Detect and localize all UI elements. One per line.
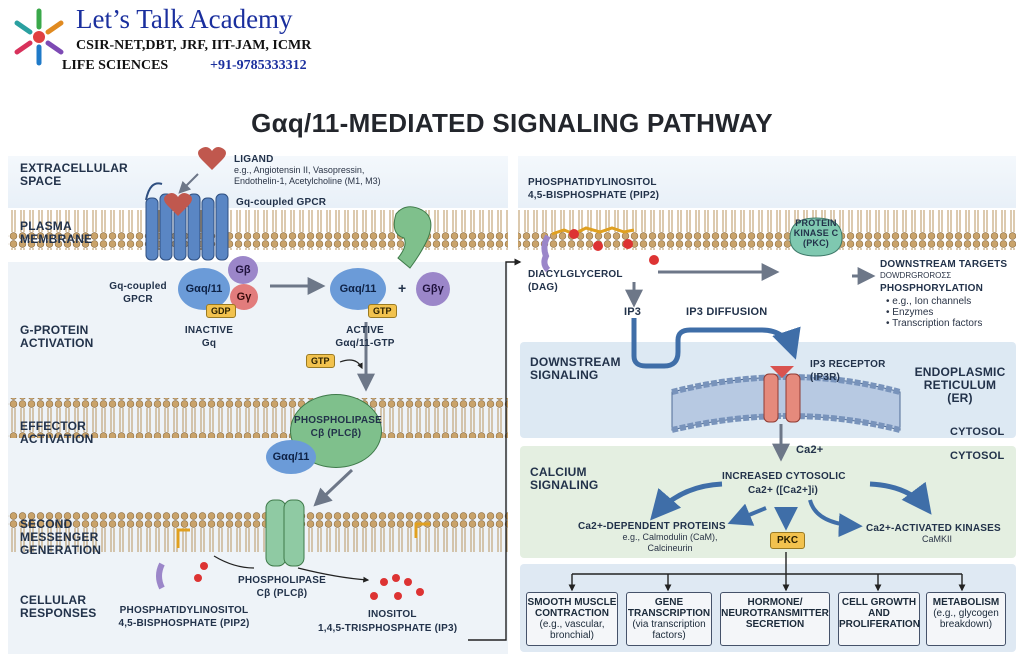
gtp-tag-active: GTP [368,304,397,318]
brand-name: Let’s Talk Academy [76,4,293,34]
section-extracellular: EXTRACELLULAR SPACE [20,161,128,188]
downstream-signaling-label: DOWNSTREAM SIGNALING [530,355,621,382]
gdp-tag: GDP [206,304,236,318]
section-gprotein: G-PROTEIN ACTIVATION [20,323,94,350]
plc-beta-label: PHOSPHOLIPASE Cβ (PLCβ) [294,415,382,439]
dag-label: DIACYLGLYCEROL (DAG) [528,269,623,293]
ca-proteins-label: Ca2+-DEPENDENT PROTEINS [578,521,726,532]
ip3-receptor-label: IP3 RECEPTOR (IP3R) [810,359,886,383]
response-gene-transcription-title: GENE TRANSCRIPTION [627,597,711,619]
response-secretion-title: HORMONE/ NEUROTRANSMITTER SECRETION [721,597,829,630]
response-secretion: HORMONE/ NEUROTRANSMITTER SECRETION [720,592,830,646]
brand-phone: +91-9785333312 [210,58,307,73]
g-gamma-inactive: Gγ [230,284,258,310]
response-metabolism-title: METABOLISM [932,597,1000,608]
response-smooth-muscle-note: (e.g., vascular, bronchial) [539,619,605,641]
ip3-right-label: IP3 [624,306,642,318]
response-metabolism-note: (e.g., glycogen breakdown) [933,608,999,630]
section-second-messenger: SECOND MESSENGER GENERATION [20,517,102,557]
ip3-diffusion-label: IP3 DIFFUSION [686,306,768,318]
response-gene-transcription-note: (via transcription factors) [632,619,706,641]
page-title: Gαq/11-MEDIATED SIGNALING PATHWAY [251,108,773,138]
increased-ca-label: INCREASED CYTOSOLIC [722,471,846,482]
plc-channel-label: PHOSPHOLIPASE Cβ (PLCβ) [238,575,326,599]
g-alpha-active: Gαq/11 [330,268,386,310]
targets-item-2: • Enzymes [886,307,934,318]
academy-logo [14,8,64,66]
lower-left-band [8,262,508,654]
g-alpha-plc: Gαq/11 [266,440,316,474]
ca-label: Ca2+ [796,444,824,456]
pkc-label: PROTEIN KINASE C (PKC) [793,218,839,248]
section-cellular-responses: CELLULAR RESPONSES [20,593,97,620]
er-label: ENDOPLASMIC RETICULUM (ER) [914,365,1006,405]
pip2-left-label: PHOSPHATIDYLINOSITOL 4,5-BISPHOSPHATE (P… [118,605,250,629]
cytosol-label-2: CYTOSOL [950,450,1005,462]
response-cell-growth: CELL GROWTH AND PROLIFERATION [838,592,920,646]
plus-sign: + [398,280,407,296]
g-beta-inactive: Gβ [228,256,258,284]
response-smooth-muscle-title: SMOOTH MUSCLE CONTRACTION [527,597,617,619]
gtp-tag-effector: GTP [306,354,335,368]
extracellular-band-right [518,156,1016,208]
targets-item-2-text: Enzymes [892,307,934,318]
g-alpha-inactive: Gαq/11 [178,268,230,310]
pkc-tag: PKC [770,532,806,549]
section-effector: EFFECTOR ACTIVATION [20,419,94,446]
calcium-panel [520,446,1016,558]
downstream-targets-label: DOWNSTREAM TARGETS [880,259,1008,270]
gq-gpcr-side-label: Gq-coupled GPCR [109,281,167,305]
active-gq-label: ACTIVE Gαq/11-GTP [335,325,395,349]
response-cell-growth-title: CELL GROWTH AND PROLIFERATION [839,597,920,630]
targets-item-3: • Transcription factors [886,318,983,329]
ligand-examples: e.g., Angiotensin II, Vasopressin, Endot… [234,165,381,186]
response-metabolism: METABOLISM (e.g., glycogen breakdown) [926,592,1006,646]
response-smooth-muscle: SMOOTH MUSCLE CONTRACTION (e.g., vascula… [526,592,618,646]
ca-proteins-eg: e.g., Calmodulin (CaM), Calcineurin [622,532,718,553]
phosphorylation-label: PHOSPHORYLATION [880,283,984,294]
targets-item-1-text: e.g., Ion channels [892,296,972,307]
brand-line2: LIFE SCIENCES [62,58,169,73]
section-plasma-membrane: PLASMA MEMBRANE [20,219,93,246]
ca-kinases-eg: CaMKII [922,534,953,544]
inactive-gq-label: INACTIVE Gq [184,325,234,349]
extracellular-band [8,156,508,208]
cytosol-label-1: CYTOSOL [950,426,1005,438]
ip3-left-label2: 1,4,5-TRISPHOSPHATE (IP3) [318,623,458,634]
pip2-right-label: PHOSPHATIDYLINOSITOL 4,5-BISPHOSPHATE (P… [528,177,660,201]
garbled-text: DOWDRGROROΣΣ [880,271,952,280]
gq-gpcr-top-label: Gq-coupled GPCR [236,197,327,208]
ip3-left-label1: INOSITOL [368,609,417,620]
increased-ca-label2: Ca2+ ([Ca2+]i) [748,485,819,496]
g-betagamma: Gβγ [416,272,450,306]
ca-kinases-label: Ca2+-ACTIVATED KINASES [866,523,1001,534]
calcium-signaling-label: CALCIUM SIGNALING [530,465,599,492]
ligand-title: LIGAND [234,154,274,165]
targets-item-3-text: Transcription factors [892,318,983,329]
brand-line1: CSIR-NET,DBT, JRF, IIT-JAM, ICMR [76,38,312,53]
targets-item-1: • e.g., Ion channels [886,296,972,307]
response-gene-transcription: GENE TRANSCRIPTION (via transcription fa… [626,592,712,646]
